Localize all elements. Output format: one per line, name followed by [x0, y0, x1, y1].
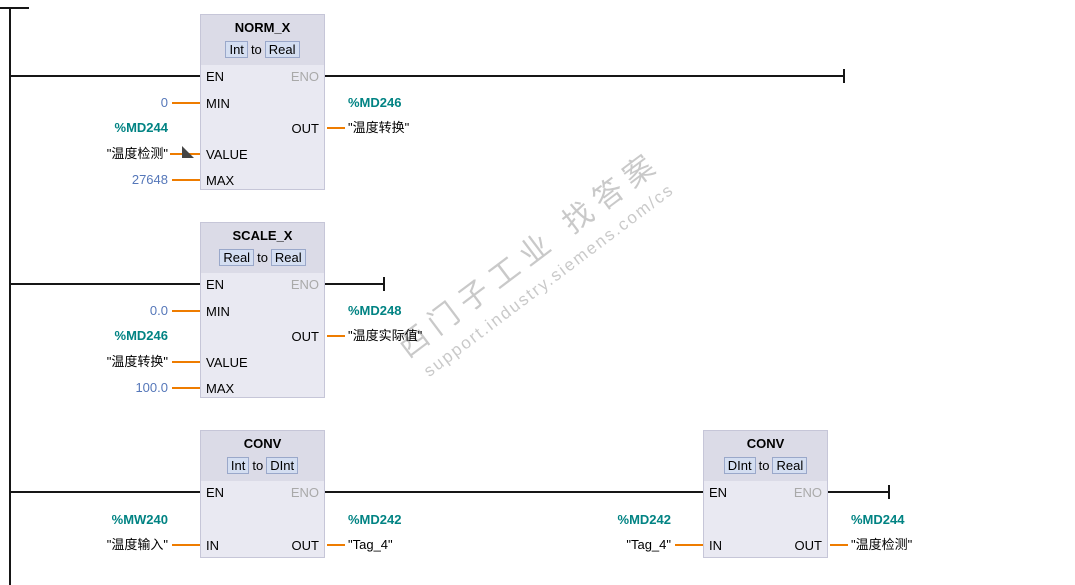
- type-from-dropdown[interactable]: Real: [219, 249, 255, 266]
- type-separator: to: [758, 458, 770, 473]
- operand-in-comment[interactable]: "Tag_4": [626, 537, 671, 552]
- stub-max: [172, 387, 200, 389]
- operand-value-comment[interactable]: "温度检测": [106, 146, 168, 161]
- power-rail-top: [0, 7, 29, 9]
- pin-max: MAX: [206, 173, 235, 188]
- wire-n2-en[interactable]: [10, 283, 200, 285]
- block-title: SCALE_X: [232, 228, 293, 243]
- operand-out-comment[interactable]: "温度实际值": [348, 328, 423, 343]
- stub-min: [172, 102, 200, 104]
- value-pin-modifier-icon: [182, 146, 194, 158]
- pin-out: OUT: [794, 538, 822, 553]
- stub-value: [172, 361, 200, 363]
- power-rail: [9, 7, 11, 585]
- stub-out: [327, 127, 345, 129]
- stub-in: [172, 544, 200, 546]
- pin-eno: ENO: [290, 69, 319, 84]
- operand-min-constant[interactable]: 0: [160, 95, 168, 110]
- pin-min: MIN: [206, 96, 230, 111]
- operand-out-comment[interactable]: "Tag_4": [348, 537, 393, 552]
- type-to-dropdown[interactable]: Real: [264, 41, 300, 58]
- operand-in-comment[interactable]: "温度输入": [106, 537, 168, 552]
- wire-n1-en[interactable]: [10, 75, 200, 77]
- watermark-title: 西门子工业 找答案: [391, 145, 668, 365]
- operand-out-tag[interactable]: %MD246: [348, 95, 402, 110]
- pin-in: IN: [206, 538, 219, 553]
- block-title: NORM_X: [234, 20, 291, 35]
- pin-out: OUT: [291, 329, 319, 344]
- wire-n1-eno[interactable]: [325, 75, 844, 77]
- wire-end-n2: [383, 277, 385, 291]
- type-to-dropdown[interactable]: DInt: [266, 457, 299, 474]
- type-from-dropdown[interactable]: DInt: [723, 457, 756, 474]
- pin-max: MAX: [206, 381, 235, 396]
- pin-en: EN: [709, 485, 728, 500]
- operand-out-comment[interactable]: "温度检测": [851, 537, 913, 552]
- pin-eno: ENO: [290, 485, 319, 500]
- wire-n2-eno[interactable]: [325, 283, 385, 285]
- pin-value: VALUE: [206, 355, 248, 370]
- type-separator: to: [257, 250, 268, 265]
- type-to-dropdown[interactable]: Real: [270, 249, 306, 266]
- operand-value-tag[interactable]: %MD244: [114, 120, 168, 135]
- operand-max-constant[interactable]: 27648: [131, 172, 168, 187]
- type-separator: to: [250, 42, 262, 57]
- pin-eno: ENO: [290, 277, 319, 292]
- wire-n3-link[interactable]: [325, 491, 703, 493]
- pin-en: EN: [206, 277, 225, 292]
- wire-n3-en[interactable]: [10, 491, 200, 493]
- watermark: 西门子工业 找答案 support.industry.siemens.com/c…: [346, 110, 744, 441]
- wire-end-n1: [843, 69, 845, 83]
- block-title: CONV: [243, 436, 282, 451]
- block-title: CONV: [746, 436, 785, 451]
- type-separator: to: [252, 458, 264, 473]
- operand-out-tag[interactable]: %MD242: [348, 512, 402, 527]
- pin-min: MIN: [206, 304, 230, 319]
- stub-out: [327, 544, 345, 546]
- operand-in-tag[interactable]: %MW240: [111, 512, 168, 527]
- stub-min: [172, 310, 200, 312]
- pin-out: OUT: [291, 121, 319, 136]
- operand-min-constant[interactable]: 0.0: [149, 303, 168, 318]
- pin-eno: ENO: [793, 485, 822, 500]
- operand-out-tag[interactable]: %MD244: [851, 512, 905, 527]
- watermark-url: support.industry.siemens.com/cs: [420, 179, 678, 381]
- stub-max: [172, 179, 200, 181]
- wire-end-n3: [888, 485, 890, 499]
- pin-en: EN: [206, 69, 225, 84]
- operand-value-tag[interactable]: %MD246: [114, 328, 168, 343]
- pin-in: IN: [709, 538, 722, 553]
- stub-in: [675, 544, 703, 546]
- operand-in-tag[interactable]: %MD242: [617, 512, 671, 527]
- operand-max-constant[interactable]: 100.0: [135, 380, 168, 395]
- pin-out: OUT: [291, 538, 319, 553]
- pin-en: EN: [206, 485, 225, 500]
- stub-out: [830, 544, 848, 546]
- pin-value: VALUE: [206, 147, 248, 162]
- operand-out-tag[interactable]: %MD248: [348, 303, 402, 318]
- type-from-dropdown[interactable]: Int: [226, 457, 250, 474]
- stub-out: [327, 335, 345, 337]
- operand-out-comment[interactable]: "温度转换": [348, 120, 410, 135]
- operand-value-comment[interactable]: "温度转换": [106, 354, 168, 369]
- wire-n3-eno[interactable]: [828, 491, 890, 493]
- type-to-dropdown[interactable]: Real: [772, 457, 808, 474]
- type-from-dropdown[interactable]: Int: [225, 41, 248, 58]
